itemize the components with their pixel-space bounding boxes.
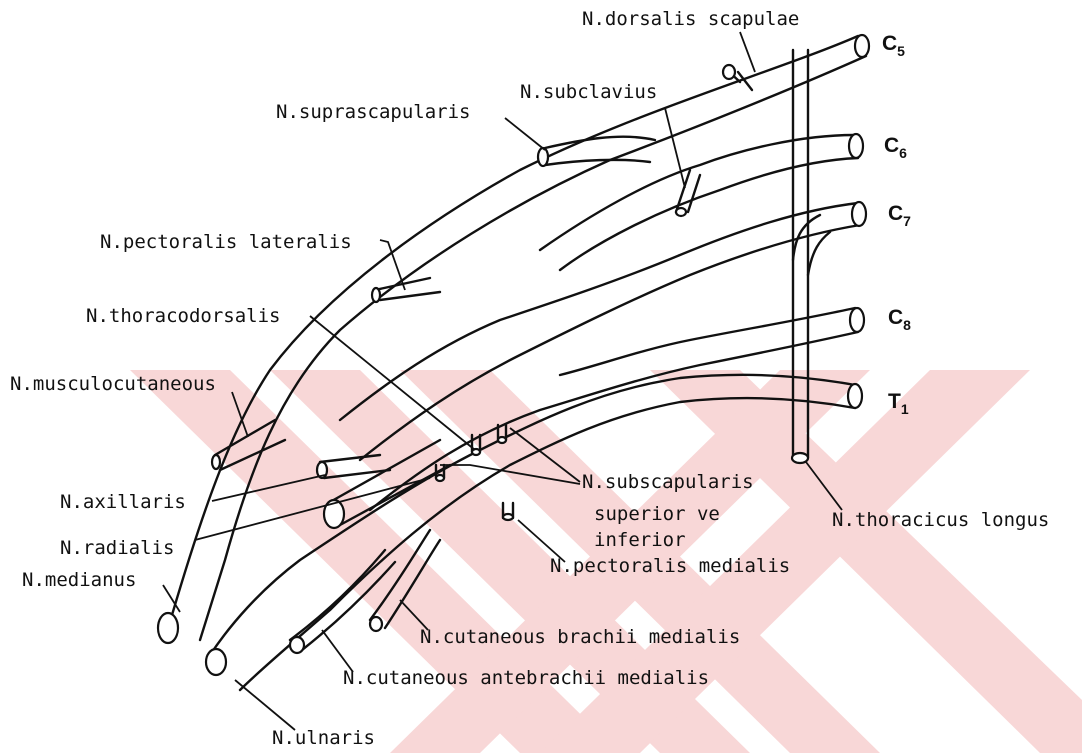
label-musculocutaneous: N.musculocutaneous [10,373,216,395]
label-thoracicus-longus: N.thoracicus longus [832,509,1049,531]
c6-end [849,134,863,158]
root-label-c8: C8 [888,306,911,333]
leader-pectoralis-lateralis [380,240,405,290]
label-subclavius: N.subclavius [520,81,657,103]
root-label-c5: C5 [882,32,905,59]
label-ulnaris: N.ulnaris [272,727,375,749]
ulnaris-end [206,649,226,675]
label-cutaneous-brachii: N.cutaneous brachii medialis [420,626,740,648]
label-pectoralis-medialis: N.pectoralis medialis [550,555,790,577]
root-label-c7: C7 [888,202,911,229]
pectoralis-lateralis-end [372,288,380,302]
medianus-end [158,613,178,643]
label-pectoralis-lateralis: N.pectoralis lateralis [100,231,352,253]
label-suprascapularis: N.suprascapularis [276,101,470,123]
label-cutaneous-antebrachii: N.cutaneous antebrachii medialis [343,667,709,689]
label-radialis: N.radialis [60,537,174,559]
musculocutaneous-end [212,455,220,469]
subscapular-end-1 [436,475,444,481]
label-subscapularis-line1: N.subscapularis [582,471,754,493]
label-dorsalis-scapulae: N.dorsalis scapulae [582,8,799,30]
dorsalis-scapulae-end [723,65,735,79]
leader-cutaneous-antebrachii [322,630,353,672]
suprascapularis-end [538,148,548,166]
root-label-c6: C6 [884,134,907,161]
subscapular-end-2 [472,449,480,455]
leader-ulnaris [235,680,295,730]
subclavius-end [676,208,686,216]
t1-end [848,384,862,408]
c7-end [852,202,866,226]
cutaneous-antebrachii-end [290,637,304,653]
c8-end [850,308,864,332]
root-labels: C5 C6 C7 C8 T1 [882,32,911,417]
label-subscapularis-line3: inferior [594,529,686,551]
cutaneous-brachii-end [370,617,382,631]
pectoralis-medialis-end [503,514,513,520]
leader-suprascapularis [505,118,545,150]
pectoralis-lateralis-branch [375,278,440,300]
label-subscapularis-line2: superior ve [594,503,720,525]
label-axillaris: N.axillaris [60,491,186,513]
thoracicus-longus-roots [793,215,830,275]
leader-dorsalis-scapulae [740,32,755,72]
thoracicus-longus-end [792,453,808,463]
c5-end [855,35,869,57]
label-medianus: N.medianus [22,569,136,591]
subscapular-end-3 [498,437,506,443]
label-thoracodorsalis: N.thoracodorsalis [86,305,280,327]
